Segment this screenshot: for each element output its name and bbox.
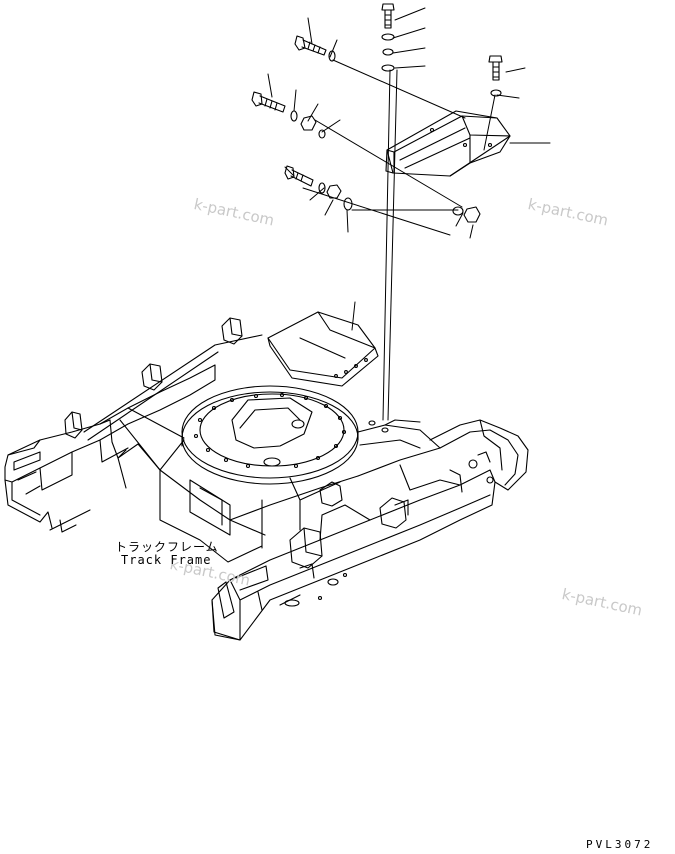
leader-line xyxy=(393,48,425,53)
leader-line xyxy=(470,225,473,238)
assembly-line xyxy=(388,70,397,420)
leader-line xyxy=(395,8,425,20)
frame-cover xyxy=(268,312,378,386)
right-boss xyxy=(320,482,342,506)
left-boss xyxy=(142,364,162,390)
nut-lower-right xyxy=(464,207,480,222)
fasteners xyxy=(252,4,502,222)
track-frame xyxy=(5,312,528,640)
drawing-code: PVL3072 xyxy=(586,838,654,851)
leader-line xyxy=(347,210,348,232)
bolt-lower-left xyxy=(285,166,313,186)
washer-lower-left xyxy=(319,183,325,193)
spacer-top xyxy=(382,65,394,71)
leader-line xyxy=(308,18,312,44)
bolt-upper-left xyxy=(295,36,326,55)
right-boss xyxy=(290,498,406,568)
nut-middle-left xyxy=(301,116,316,130)
left-boss xyxy=(222,318,242,344)
bolt-right xyxy=(489,56,502,80)
leader-line xyxy=(393,28,425,38)
spacer-lower-left xyxy=(344,198,352,210)
leader-line xyxy=(395,66,425,68)
track-frame-label-en: Track Frame xyxy=(121,553,212,567)
washer-right xyxy=(491,90,501,96)
assembly-line xyxy=(484,95,495,150)
leader-line xyxy=(310,188,324,200)
leader-lines xyxy=(268,8,550,330)
leader-line xyxy=(330,40,337,57)
nut-lower-left xyxy=(327,185,341,198)
leader-line xyxy=(268,74,272,97)
right-track-side xyxy=(212,470,495,640)
leader-line xyxy=(308,104,318,121)
leader-line xyxy=(456,213,463,226)
leader-line xyxy=(497,95,519,98)
cover-bracket xyxy=(386,111,510,176)
assembly-line xyxy=(333,60,465,118)
idler-bracket xyxy=(430,420,528,492)
assembly-lines xyxy=(303,60,495,420)
track-frame-label-jp: トラックフレーム xyxy=(115,540,219,554)
leader-line xyxy=(352,302,355,330)
leader-line xyxy=(322,120,340,132)
leader-line xyxy=(294,90,296,111)
spacer-middle-left xyxy=(319,130,325,138)
bolt-middle-left xyxy=(252,92,285,112)
swing-circle xyxy=(182,386,358,484)
assembly-line xyxy=(303,188,450,235)
left-boss xyxy=(65,412,82,438)
bolt-top xyxy=(382,4,394,28)
lock-washer-top xyxy=(383,49,393,55)
washer-upper-left xyxy=(329,51,335,61)
washer-middle-left xyxy=(291,111,297,121)
leader-line xyxy=(325,200,333,215)
assembly-line xyxy=(383,70,390,420)
washer-lower-right xyxy=(453,207,463,215)
washer-top xyxy=(382,34,394,40)
leader-line xyxy=(506,68,525,72)
